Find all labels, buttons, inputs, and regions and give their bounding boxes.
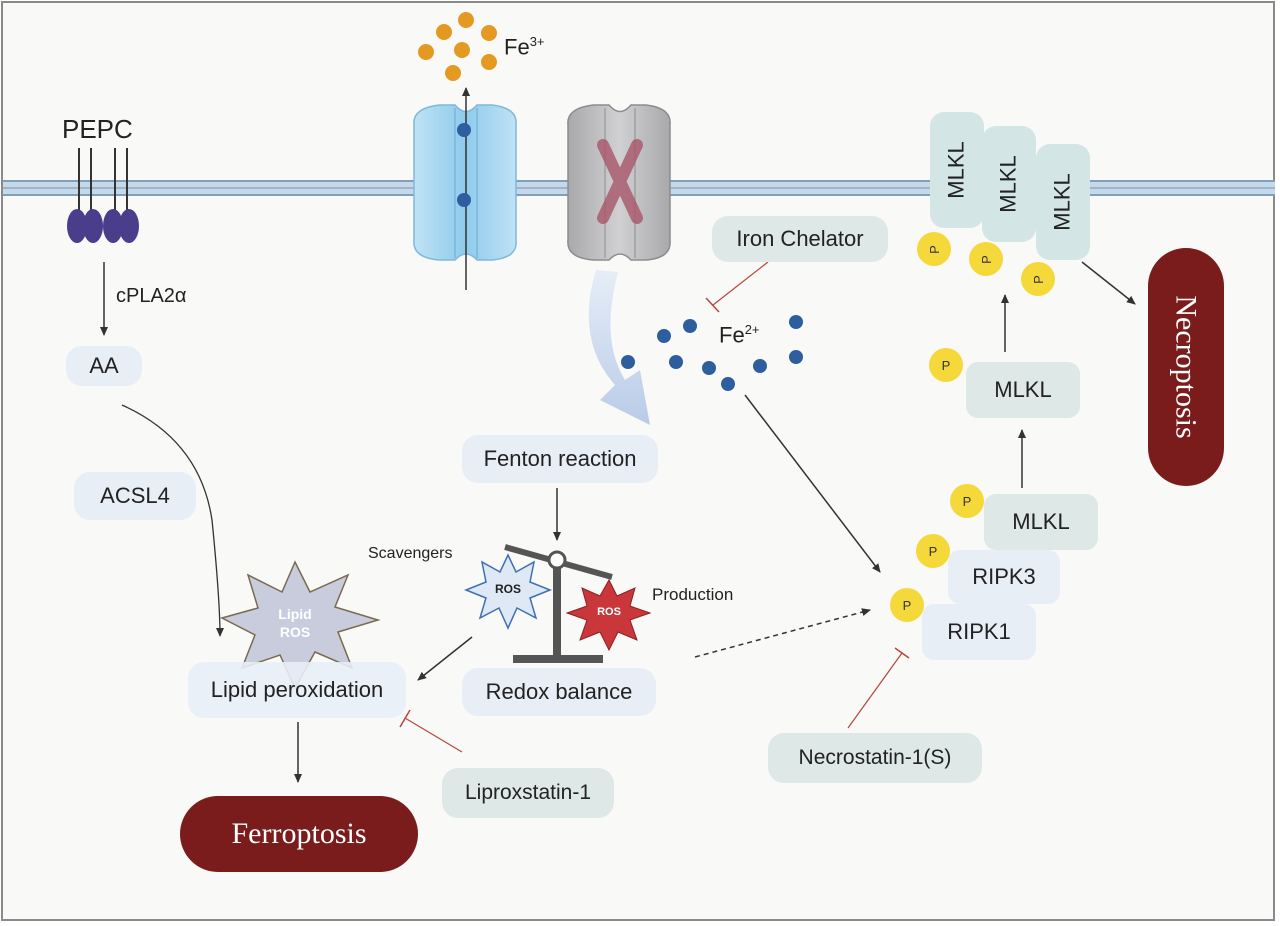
fe2-label-base: Fe	[719, 322, 745, 348]
redox-to-ripk1-dashed-arrow	[694, 608, 871, 658]
fe2-label: Fe2+	[719, 322, 760, 348]
mlkl-to-necroptosis-arrow	[1081, 261, 1136, 305]
pepc-label: PEPC	[62, 114, 133, 144]
curved-flow-arrow-icon	[588, 270, 650, 425]
mlkl-oligomer-2: MLKL	[982, 126, 1036, 242]
redox-balance-scale-icon	[504, 544, 613, 663]
phospho-marker-5-label: P	[962, 493, 972, 509]
iron-chelator-node-label: Iron Chelator	[736, 226, 864, 251]
ripk1-node: RIPK1	[922, 604, 1036, 660]
phospho-marker-4-label: P	[941, 357, 951, 373]
phospho-marker-5: P	[950, 484, 984, 518]
fe3-label-base: Fe	[504, 34, 530, 60]
acsl4-node-label: ACSL4	[100, 483, 170, 508]
mlkl-complex-node-label: MLKL	[1012, 509, 1070, 534]
production-ros-star-icon	[565, 578, 652, 652]
cpla2a-label: cPLA2α	[116, 285, 187, 307]
necrostatin-node-label: Necrostatin-1(S)	[798, 746, 952, 769]
phospho-marker-4: P	[929, 348, 963, 382]
iron-chelator-node: Iron Chelator	[712, 216, 888, 262]
phospho-marker-7-label: P	[902, 597, 912, 613]
necroptosis-node-label: Necroptosis	[1170, 295, 1203, 439]
liproxstatin-node: Liproxstatin-1	[442, 768, 614, 818]
phospho-marker-1: P	[917, 232, 951, 266]
mlkl-oligomer-1-label: MLKL	[944, 141, 970, 199]
phospho-marker-1-label: P	[926, 244, 942, 254]
scavengers-label: Scavengers	[368, 545, 453, 562]
liproxstatin-node-label: Liproxstatin-1	[464, 781, 592, 804]
phospho-marker-3: P	[1021, 262, 1055, 296]
fenton-reaction-node: Fenton reaction	[462, 435, 658, 483]
aa-to-lipid-peroxidation-arrow	[121, 404, 224, 637]
phospho-marker-2-label: P	[978, 254, 994, 264]
phospho-marker-3-label: P	[1030, 274, 1046, 284]
fenton-reaction-node-label: Fenton reaction	[483, 446, 637, 471]
fe3-ion-cluster-icon	[418, 12, 497, 81]
mlkl-oligomer-1: MLKL	[930, 112, 984, 228]
redox-balance-node-label: Redox balance	[485, 679, 633, 704]
necrostatin-node: Necrostatin-1(S)	[768, 733, 982, 783]
necrostatin-inhibition	[847, 647, 910, 729]
scavenger-ros-star-icon	[463, 553, 553, 630]
ros-to-lipid-peroxidation-arrow	[417, 636, 473, 681]
fe2-to-ripk1-arrow	[744, 394, 881, 573]
fe3-label-charge: 3+	[529, 34, 545, 49]
fe3-label: Fe3+	[504, 34, 545, 60]
blocked-channel-icon	[567, 104, 671, 261]
iron-chelator-inhibition	[705, 261, 769, 313]
liproxstatin-inhibition	[399, 709, 463, 753]
lipid-ros-text: Lipid ROS	[270, 605, 320, 641]
lipid-ros-line1: Lipid	[278, 606, 312, 622]
pepc-phospholipid-icon	[67, 148, 139, 243]
lipid-peroxidation-node: Lipid peroxidation	[188, 662, 406, 718]
phospho-marker-6: P	[916, 534, 950, 568]
mlkl-oligomer-2-label: MLKL	[996, 155, 1022, 213]
ferroptosis-node-label: Ferroptosis	[231, 817, 367, 850]
production-label: Production	[652, 585, 734, 604]
lipid-peroxidation-node-label: Lipid peroxidation	[210, 677, 384, 702]
ripk3-node-label: RIPK3	[972, 564, 1036, 589]
phospho-marker-2: P	[969, 242, 1003, 276]
ripk3-node: RIPK3	[948, 550, 1060, 604]
necroptosis-node: Necroptosis	[1148, 248, 1224, 486]
aa-node: AA	[66, 346, 142, 386]
phospho-marker-7: P	[890, 588, 924, 622]
ferroptosis-node: Ferroptosis	[180, 796, 418, 872]
mlkl-oligomer-3-label: MLKL	[1050, 173, 1076, 231]
mlkl-oligomer-3: MLKL	[1036, 144, 1090, 260]
aa-node-label: AA	[89, 353, 119, 378]
acsl4-node: ACSL4	[74, 472, 196, 520]
mlkl-phospho-node-label: MLKL	[994, 377, 1052, 402]
mlkl-phospho-node: MLKL	[966, 362, 1080, 418]
lipid-ros-line2: ROS	[279, 624, 311, 640]
phospho-marker-6-label: P	[928, 543, 938, 559]
iron-transporter-channel-icon	[413, 87, 517, 290]
ripk1-node-label: RIPK1	[947, 619, 1011, 644]
mlkl-complex-node: MLKL	[984, 494, 1098, 550]
fe2-label-charge: 2+	[744, 322, 760, 337]
scavenger-ros-text: ROS	[494, 582, 521, 596]
fe2-ion-cluster-icon	[621, 315, 803, 391]
redox-balance-node: Redox balance	[462, 668, 656, 716]
production-ros-text: ROS	[597, 606, 621, 618]
